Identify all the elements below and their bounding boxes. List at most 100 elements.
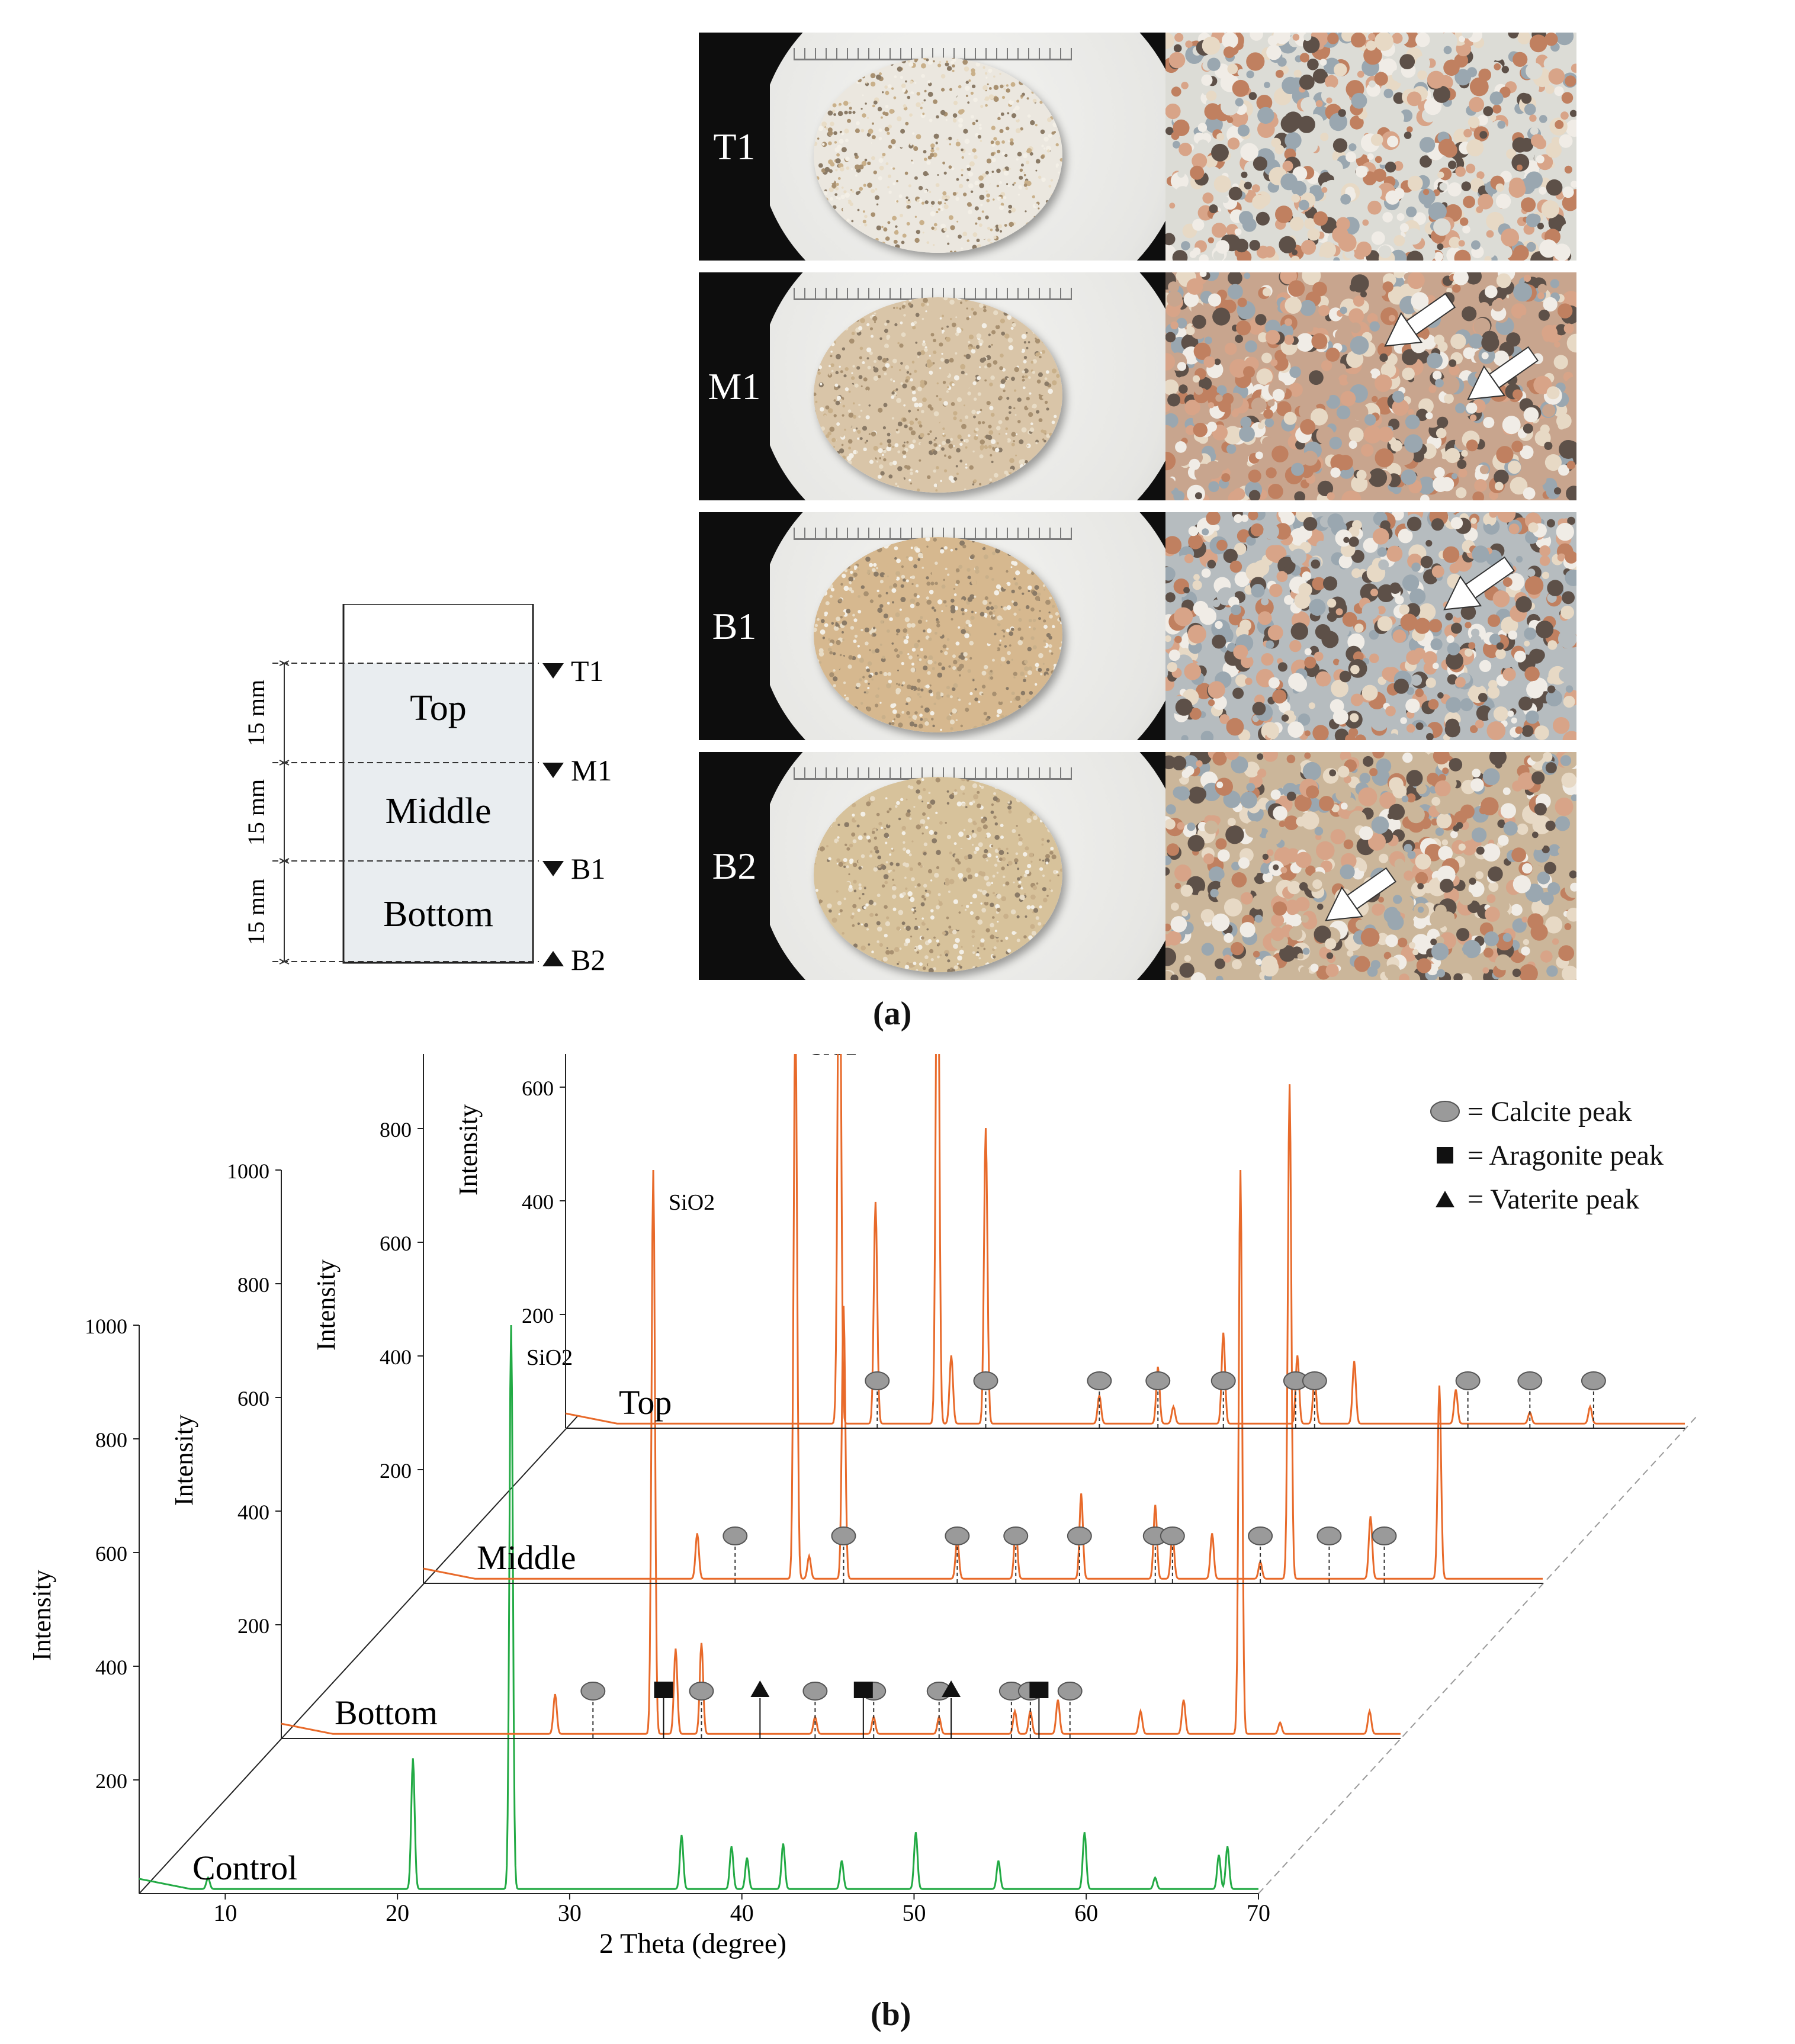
marker-label-b2: B2	[571, 943, 605, 976]
y-axis-label: Intensity	[27, 1570, 56, 1661]
highlight-arrow-icon	[1467, 346, 1539, 400]
specimen-photo	[770, 512, 1165, 740]
legend-item-aragonite: = Aragonite peak	[1427, 1133, 1783, 1177]
series-name: Middle	[477, 1538, 576, 1577]
xrd-series-line	[139, 1325, 1258, 1890]
calcite-circle-icon	[723, 1526, 748, 1545]
specimen-photo	[770, 33, 1165, 261]
calcite-circle-icon	[1581, 1371, 1606, 1390]
x-tick-label: 10	[213, 1900, 237, 1926]
xrd-series-line	[423, 1054, 1543, 1580]
section-label-middle: Middle	[385, 791, 491, 831]
specimen-disc	[814, 537, 1062, 732]
row-label-strip	[699, 512, 770, 740]
highlight-arrow-icon	[1325, 867, 1397, 921]
marker-triangle-up-icon	[542, 951, 564, 966]
calcite-circle-icon	[1316, 1526, 1342, 1545]
x-tick-label: 50	[902, 1900, 926, 1926]
x-tick-label: 40	[730, 1900, 754, 1926]
y-tick-label: 1000	[85, 1315, 127, 1338]
vaterite-triangle-icon	[942, 1680, 961, 1697]
calcite-circle-icon	[1145, 1371, 1171, 1390]
row-label-strip	[699, 752, 770, 980]
marker-label-m1: M1	[571, 754, 612, 787]
calcite-circle-icon	[1455, 1371, 1481, 1390]
y-tick-label: 200	[95, 1769, 127, 1793]
dim-label-bottom: 15 mm	[243, 879, 269, 945]
x-tick-label: 30	[558, 1900, 582, 1926]
row-label: B1	[712, 605, 757, 647]
vaterite-triangle-icon	[1436, 1191, 1454, 1207]
legend-text-calcite: = Calcite peak	[1468, 1095, 1632, 1127]
row-label-strip	[699, 272, 770, 500]
dim-label-top: 15 mm	[243, 680, 269, 746]
depth-axis-right	[1258, 1416, 1697, 1894]
treated-region	[345, 663, 532, 962]
y-tick-label: 600	[237, 1387, 269, 1410]
highlight-arrow-icon	[1443, 556, 1515, 610]
x-tick-label: 60	[1074, 1900, 1098, 1926]
calcite-circle-icon	[689, 1682, 714, 1701]
calcite-circle-icon	[831, 1526, 856, 1545]
specimen-photo	[770, 752, 1165, 980]
dim-label-middle: 15 mm	[243, 779, 269, 846]
legend-item-vaterite: = Vaterite peak	[1427, 1177, 1783, 1221]
marker-triangle-down-icon	[542, 663, 564, 679]
specimen-disc	[814, 57, 1062, 253]
vaterite-triangle-icon	[750, 1680, 770, 1697]
y-tick-label: 200	[380, 1459, 412, 1483]
aragonite-square-icon	[654, 1682, 673, 1698]
photo-row-t1: T1	[699, 33, 1576, 261]
sio2-annotation: SiO2	[811, 1054, 857, 1060]
photo-row-b1: B1	[699, 512, 1576, 740]
marker-label-t1: T1	[571, 654, 604, 687]
calcite-circle-icon	[1372, 1526, 1397, 1545]
aragonite-square-icon	[853, 1682, 873, 1698]
y-tick-label: 400	[522, 1190, 554, 1214]
row-label: B2	[712, 844, 757, 887]
closeup-photo	[1165, 272, 1576, 500]
y-tick-label: 400	[237, 1500, 269, 1524]
series-name: Top	[619, 1383, 672, 1422]
x-tick-label: 70	[1247, 1900, 1270, 1926]
specimen-disc	[814, 297, 1062, 493]
y-tick-label: 400	[95, 1656, 127, 1679]
calcite-circle-icon	[1003, 1526, 1029, 1545]
xrd-series-line	[565, 1054, 1685, 1425]
y-axis-label: Intensity	[454, 1104, 483, 1195]
subfigure-label-a: (a)	[873, 995, 912, 1032]
y-tick-label: 600	[380, 1232, 412, 1255]
calcite-circle-icon	[973, 1371, 998, 1390]
calcite-circle-icon	[1067, 1526, 1092, 1545]
series-name: Bottom	[335, 1693, 438, 1732]
column-outline	[342, 604, 534, 964]
legend-item-calcite: = Calcite peak	[1427, 1090, 1783, 1133]
y-tick-label: 1000	[227, 1159, 269, 1183]
y-tick-label: 600	[95, 1542, 127, 1566]
calcite-circle-icon	[1210, 1371, 1236, 1390]
y-axis-label: Intensity	[169, 1415, 198, 1506]
xrd-series-line	[281, 1169, 1401, 1735]
y-tick-label: 200	[522, 1304, 554, 1328]
calcite-circle-icon	[1517, 1371, 1543, 1390]
chart-legend: = Calcite peak = Aragonite peak = Vateri…	[1427, 1090, 1783, 1221]
sio2-annotation: SiO2	[669, 1190, 715, 1215]
calcite-circle-icon	[802, 1682, 828, 1701]
y-tick-label: 200	[237, 1614, 269, 1638]
y-tick-label: 400	[380, 1345, 412, 1369]
calcite-circle-icon	[1302, 1371, 1327, 1390]
row-label-strip	[699, 33, 770, 261]
photo-row-b2: B2	[699, 752, 1576, 980]
x-tick-label: 20	[386, 1900, 409, 1926]
closeup-photo	[1165, 752, 1576, 980]
calcite-circle-icon	[865, 1371, 890, 1390]
legend-text-aragonite: = Aragonite peak	[1468, 1139, 1664, 1171]
specimen-photo	[770, 272, 1165, 500]
section-label-top: Top	[410, 688, 467, 728]
photo-row-m1: M1	[699, 272, 1576, 500]
calcite-circle-icon	[1087, 1371, 1112, 1390]
figure-part-a: 15 mm 15 mm 15 mm Top Middle Bottom T1 M…	[243, 33, 1576, 1032]
row-label: T1	[713, 125, 756, 168]
